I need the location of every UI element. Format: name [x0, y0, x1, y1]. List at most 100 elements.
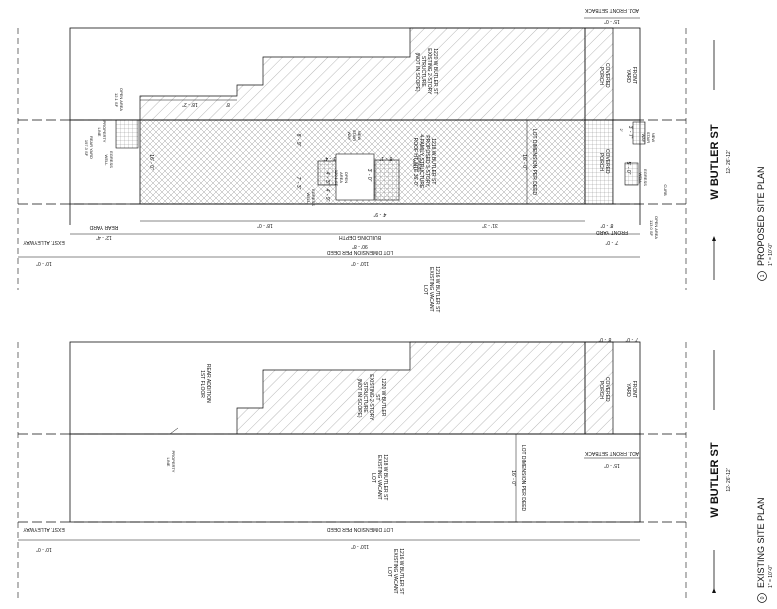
rear-yard-label: REAR YARD [89, 224, 118, 230]
egress-a-l2: WELL [104, 155, 109, 167]
dim-31: 31' - 3" [482, 222, 498, 228]
stair-b-l2: STAIR [646, 132, 651, 144]
open-area-2-l2: AREA [339, 172, 344, 183]
ex-1216-l1: 1216 W BUTLER ST [398, 548, 404, 594]
porch-a-l2: PORCH [598, 67, 604, 85]
ex-pl-l2: LINE [166, 458, 171, 467]
ex-lot-per-deed: LOT DIMENSION PER DEED [326, 526, 393, 532]
rear-yard-area-l2: 197.3 SF [84, 140, 89, 157]
svg-text:NEW STAIR WAY: NEW STAIR WAY [347, 130, 362, 143]
street-label-proposed: W BUTLER ST [709, 124, 721, 199]
svg-text:1220 W BUTLER ST EXIST: 1220 W BUTLER ST EXISTING 2-STORY STRUCT… [414, 48, 438, 96]
dim-16b: 16' - 0" [521, 154, 527, 170]
dim-18-2: 18' - 2" [182, 101, 198, 107]
stair-a-l3: WAY [347, 132, 352, 141]
ex-porch-l2: PORCH [598, 381, 604, 399]
ex-pl-l1: PROPERTY [171, 451, 176, 473]
svg-text:1218 W BUTLER ST EXIST: 1218 W BUTLER ST EXISTING VACANT LOT [370, 454, 388, 501]
lot-per-deed-label: LOT DIMENSION PER DEED [326, 249, 393, 255]
open-area-interior [335, 153, 375, 201]
existing-plan-number: 0 [760, 596, 766, 599]
yard-a-l1: FRONT [631, 67, 637, 84]
egress-b-l2: WELL [306, 193, 311, 205]
structure-1220 [139, 27, 586, 121]
egress-c-l2: WELL [412, 159, 417, 171]
svg-text:NEW STAIR WAY: NEW STAIR WAY [641, 132, 656, 145]
covered-porch-existing [584, 341, 614, 435]
svg-text:OPEN AREA 12.1 SF: OPEN AREA 12.1 SF [114, 88, 124, 112]
lot-per-deed-vert: LOT DIMENSION PER DEED [531, 129, 537, 196]
street-width-proposed: 12- 26'-12' [726, 150, 732, 173]
stair-front [632, 121, 646, 145]
svg-text:PROPERTY LINE: PROPERTY LINE [166, 451, 176, 474]
lot-1220-l2: EXISTING 2-STORY [426, 48, 432, 95]
svg-text:COVERED PORCH: COVERED PORCH [598, 377, 610, 403]
svg-text:1216 W BUTLER ST EXIST: 1216 W BUTLER ST EXISTING VACANT LOT [422, 266, 440, 313]
open-area-2-l1: OPEN [344, 172, 349, 183]
svg-text:COVERED PORCH: COVERED PORCH [598, 149, 610, 175]
lot-1220-l1: 1220 W BUTLER ST [432, 48, 438, 94]
egress-b-l1: EGRESS [311, 189, 316, 206]
egress-well-front [624, 162, 639, 186]
dim-8-1: 8' - 1" [379, 155, 392, 161]
stair-mid [374, 159, 400, 201]
svg-text:FRONT YARD: FRONT YARD [625, 381, 637, 400]
dim-3-7: 3' - 7" [627, 126, 633, 139]
rear-yard-area-l1: REAR YARD [89, 136, 94, 159]
curb-label: CURB [663, 184, 668, 196]
lot-len2: 90' - 8" [352, 243, 368, 249]
ex-1218-l2: EXISTING VACANT [376, 455, 382, 500]
egress-d-l1: EGRESS [643, 169, 648, 186]
open-area-2-l3: 120.1 SF [334, 170, 339, 187]
lot-len: 110' - 0" [351, 260, 369, 266]
dim-4-5: 4' - 9" [324, 189, 330, 202]
front-yard-label: FRONT YARD [596, 229, 628, 235]
yard-a-l2: YARD [625, 69, 631, 83]
porch-b-l1: COVERED [604, 149, 610, 174]
porch-b-l2: PORCH [598, 153, 604, 171]
dim-4-9: 4' - 9" [373, 211, 386, 217]
lot-1218-existing [69, 433, 641, 523]
covered-porch-1220 [584, 27, 614, 121]
ex-alley-label: EXST. ALLEYWAY [23, 526, 65, 532]
building-depth-label: BUILDING DEPTH [339, 234, 381, 240]
ex-adj-setback: ADJ. FRONT SETBACK [584, 450, 639, 456]
ex-porch-l1: COVERED [604, 377, 610, 402]
egress-a-l1: EGRESS [109, 151, 114, 168]
adj-setback-label: ADJ. FRONT SETBACK [584, 7, 639, 13]
dim-8b: 8' [226, 101, 230, 107]
dim-7-3: 7' - 3" [295, 177, 301, 190]
dim-3-4: 3' - 4" [323, 155, 336, 161]
svg-text:1218 W BUTLER ST PROPO: 1218 W BUTLER ST PROPOSED 3-STORY, 4-FAM… [412, 134, 436, 189]
stair-a-l1: NEW [357, 131, 362, 141]
proposed-plan-number-circle [757, 271, 767, 281]
proposed-labels: ADJ. FRONT SETBACK 15' - 0" EXST. ALLEYW… [23, 7, 774, 313]
ex-1218-l1: 1218 W BUTLER ST [382, 454, 388, 500]
ex-lot-len: 110' - 0" [351, 543, 369, 549]
lot-1216-l3: LOT [422, 285, 428, 295]
structure-1220-existing [236, 341, 586, 435]
existing-plan-title: EXISTING SITE PLAN [756, 497, 766, 588]
lot-1218-l4: ROOF HT. NTE 36'-0" [412, 138, 418, 187]
lot-1220-l4: (NOT IN SCOPE) [414, 52, 420, 91]
porch-a-l1: COVERED [604, 63, 610, 88]
stair-b-l1: NEW [651, 133, 656, 143]
alley-dim: 10' - 0" [36, 260, 52, 266]
ex-yard-l2: YARD [625, 383, 631, 397]
dim-18: 18' - 0" [257, 222, 273, 228]
svg-text:EGRESS WELL: EGRESS WELL [412, 155, 422, 173]
ex-1216-l2: EXISTING VACANT [392, 549, 398, 594]
svg-text:1220 W BUTLER ST: 1220 W BUTLER ST EXISTING 2-STORY STRUCT… [356, 374, 386, 422]
stair-a-l2: STAIR [352, 130, 357, 142]
ex-1216-l3: LOT [386, 567, 392, 577]
lot-1216-l2: EXISTING VACANT [428, 267, 434, 312]
ex-1220-l4: STRUCTURE [362, 382, 368, 413]
ex-lot-per-deed-vert: LOT DIMENSION PER DEED [520, 445, 526, 512]
svg-text:FRONT YARD: FRONT YARD [625, 67, 637, 86]
ex-dim-8: 8' - 0" [598, 336, 611, 342]
open-area-1-l2: 12.1 SF [114, 93, 119, 108]
existing-plan-number-circle [757, 593, 767, 603]
egress-c-l1: EGRESS [417, 155, 422, 172]
existing-labels: EXST. ALLEYWAY 10' - 0" LOT DIMENSION PE… [23, 336, 774, 603]
lot-1218-l1: 1218 W BUTLER ST [430, 138, 436, 184]
